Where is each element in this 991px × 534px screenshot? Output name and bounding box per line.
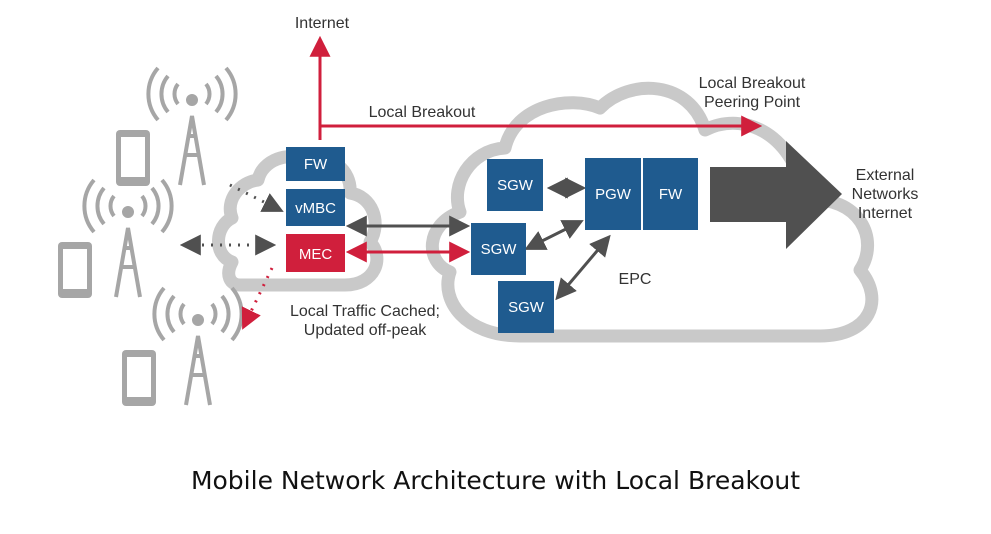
fw-edge-label: FW (304, 156, 328, 173)
fw-core-label: FW (659, 186, 683, 203)
cell-vmbc-link (225, 181, 284, 212)
internet-label: Internet (295, 15, 350, 32)
smartphone-icon (122, 350, 156, 406)
smartphone-icon (116, 130, 150, 186)
epc-label: EPC (619, 271, 652, 288)
peering-label-line2: Peering Point (704, 94, 801, 111)
vmbc-label: vMBC (295, 200, 336, 217)
cell-tower-icon (146, 66, 238, 186)
cached-label-line2: Updated off-peak (304, 322, 427, 339)
external-label-line1: External (856, 167, 915, 184)
cell-site-2 (58, 178, 174, 298)
mec-node: MEC (286, 234, 345, 272)
sgw-1-node: SGW (487, 159, 543, 211)
vmbc-node: vMBC (286, 189, 345, 226)
peering-label-line1: Local Breakout (699, 75, 806, 92)
fw-edge-node: FW (286, 147, 345, 181)
sgw2-pgw-link (524, 220, 584, 250)
sgw3-pgw-link (555, 234, 611, 301)
sgw-2-label: SGW (481, 241, 518, 258)
figure-caption: Mobile Network Architecture with Local B… (190, 466, 801, 495)
cell-tower-icon (82, 178, 174, 298)
mec-label: MEC (299, 246, 333, 263)
external-label-line2: Networks (852, 186, 919, 203)
cell-site-1 (116, 66, 238, 186)
sgw-2-node: SGW (471, 223, 526, 275)
local-breakout-label: Local Breakout (369, 104, 476, 121)
sgw-3-label: SGW (508, 299, 545, 316)
pgw-node: PGW (585, 158, 641, 230)
sgw-1-label: SGW (497, 177, 534, 194)
cached-label-line1: Local Traffic Cached; (290, 303, 440, 320)
sgw-3-node: SGW (498, 281, 554, 333)
external-label-line3: Internet (858, 205, 913, 222)
smartphone-icon (58, 242, 92, 298)
mec-cell-link (241, 267, 274, 330)
cell-site-3 (122, 286, 244, 406)
fw-core-node: FW (643, 158, 698, 230)
cell-tower-icon (152, 286, 244, 406)
pgw-label: PGW (595, 186, 632, 203)
external-networks-arrow-icon (710, 141, 842, 249)
